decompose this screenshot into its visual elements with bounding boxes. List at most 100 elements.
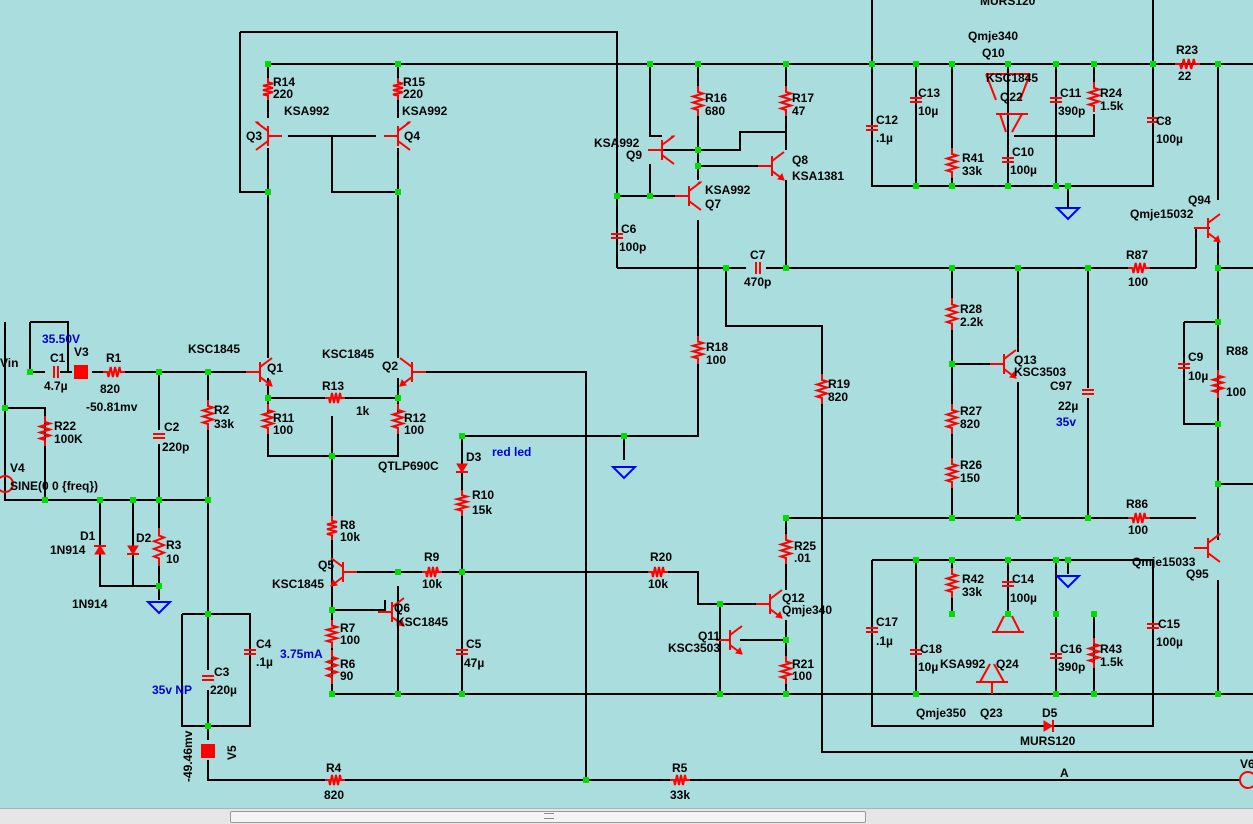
resistor[interactable] [36, 416, 54, 446]
component-label: Q1 [267, 361, 283, 375]
resistor[interactable] [151, 528, 167, 566]
resistor[interactable] [262, 78, 274, 100]
junction [459, 691, 465, 697]
capacitor[interactable] [1082, 389, 1094, 395]
component-label: R25 [794, 539, 816, 553]
resistor[interactable] [325, 392, 345, 404]
transistor[interactable] [648, 135, 676, 165]
component-label: Qmje15032 [1130, 207, 1194, 221]
junction [265, 189, 271, 195]
resistor[interactable] [199, 400, 217, 430]
transistor[interactable] [716, 625, 743, 655]
resistor[interactable] [1209, 370, 1227, 398]
transistor[interactable] [246, 357, 273, 387]
battery-icon[interactable] [74, 365, 88, 379]
transistor[interactable] [976, 73, 1031, 694]
resistor[interactable] [103, 366, 125, 378]
capacitor[interactable] [1147, 623, 1159, 629]
junction [329, 691, 335, 697]
component-label: Qmje350 [916, 706, 966, 720]
resistor[interactable] [259, 404, 277, 434]
transistor[interactable] [254, 121, 282, 151]
component-label: Q11 [698, 629, 720, 643]
resistor[interactable] [813, 374, 831, 404]
junction [1053, 557, 1059, 563]
capacitor[interactable] [202, 675, 214, 681]
component-label: 820 [828, 390, 848, 404]
resistor[interactable] [323, 650, 341, 684]
capacitor[interactable] [1002, 157, 1014, 163]
resistor[interactable] [1175, 58, 1200, 70]
resistor[interactable] [943, 298, 961, 330]
capacitor[interactable] [244, 649, 256, 655]
transistor[interactable] [990, 349, 1017, 379]
capacitor[interactable] [53, 366, 59, 378]
resistor[interactable] [777, 86, 795, 116]
transistor[interactable] [675, 181, 703, 211]
resistor[interactable] [1085, 82, 1103, 112]
resistor[interactable] [943, 404, 961, 434]
junction [949, 361, 955, 367]
transistor[interactable] [399, 357, 426, 387]
capacitor[interactable] [1178, 363, 1190, 369]
component-label: Q7 [705, 197, 721, 211]
transistor[interactable] [1194, 213, 1221, 243]
resistor[interactable] [453, 490, 471, 516]
resistor[interactable] [392, 78, 404, 100]
resistor[interactable] [325, 774, 345, 786]
resistor[interactable] [648, 566, 668, 578]
resistor[interactable] [1128, 512, 1150, 524]
resistor[interactable] [1085, 638, 1103, 668]
sine-source-icon[interactable] [0, 475, 14, 493]
junction [717, 691, 723, 697]
component-label: C9 [1188, 350, 1204, 364]
component-label: 820 [100, 382, 120, 396]
transistor[interactable] [756, 589, 783, 619]
capacitor[interactable] [755, 262, 761, 274]
junction [205, 723, 211, 729]
capacitor[interactable] [910, 649, 922, 655]
transistor[interactable] [330, 557, 357, 587]
resistor[interactable] [943, 568, 961, 598]
battery-icon[interactable] [201, 744, 215, 758]
transistor[interactable] [384, 121, 412, 151]
resistor[interactable] [689, 86, 707, 116]
resistor[interactable] [389, 404, 407, 434]
component-label: C1 [50, 351, 66, 365]
capacitor[interactable] [1050, 653, 1062, 659]
diode[interactable] [1043, 720, 1054, 732]
resistor[interactable] [1128, 262, 1150, 274]
capacitor[interactable] [611, 233, 623, 239]
ground-icon [145, 601, 173, 615]
resistor[interactable] [777, 656, 795, 684]
horizontal-scrollbar[interactable] [0, 808, 1253, 824]
capacitor[interactable] [910, 97, 922, 103]
resistor[interactable] [422, 566, 442, 578]
capacitor[interactable] [1050, 97, 1062, 103]
resistor[interactable] [670, 774, 690, 786]
diode[interactable] [94, 545, 106, 555]
sine-source-icon[interactable] [1239, 771, 1253, 789]
component-label: C18 [920, 642, 942, 656]
capacitor[interactable] [866, 627, 878, 633]
resistor[interactable] [943, 458, 961, 488]
capacitor[interactable] [1002, 581, 1014, 587]
capacitor[interactable] [153, 433, 165, 439]
capacitor[interactable] [866, 125, 878, 131]
resistor[interactable] [689, 336, 707, 364]
transistor[interactable] [1194, 533, 1222, 563]
capacitor[interactable] [1147, 117, 1159, 123]
diode[interactable] [127, 545, 139, 555]
component-label: 100µ [1156, 635, 1183, 649]
transistor[interactable] [378, 597, 405, 627]
component-label: R15 [403, 75, 425, 89]
resistor[interactable] [943, 148, 961, 178]
resistor[interactable] [323, 620, 341, 648]
resistor[interactable] [777, 534, 795, 564]
capacitor[interactable] [456, 649, 468, 655]
diode[interactable] [456, 463, 468, 473]
transistor[interactable] [758, 151, 785, 181]
resistor[interactable] [326, 516, 338, 540]
